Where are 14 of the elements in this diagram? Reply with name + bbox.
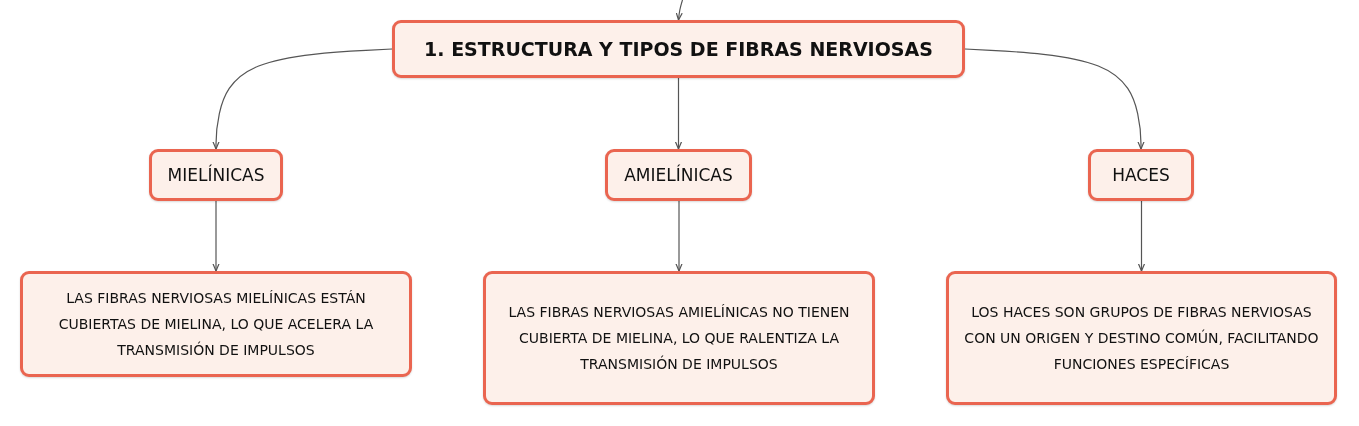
category-box: MIELÍNICAS: [149, 149, 283, 201]
arrow: [1137, 200, 1146, 272]
arrow: [675, 200, 683, 272]
category-box: AMIELÍNICAS: [605, 149, 752, 201]
category-box: HACES: [1088, 149, 1194, 201]
arrow: [212, 200, 220, 272]
arrow: [212, 48, 393, 150]
description-box: LOS HACES SON GRUPOS DE FIBRAS NERVIOSAS CON UN ORIGEN Y DESTINO COMÚN, FACILITANDO FUNCIONES ESPECÍFICAS: [946, 271, 1337, 405]
arrow: [674, 77, 683, 150]
description-box: LAS FIBRAS NERVIOSAS AMIELÍNICAS NO TIENEN CUBIERTA DE MIELINA, LO QUE RALENTIZA LA TRANSMISIÓN DE IMPULSOS: [483, 271, 875, 405]
topic-box: 1. ESTRUCTURA Y TIPOS DE FIBRAS NERVIOSAS: [392, 20, 965, 78]
arrow: [675, 0, 684, 21]
description-box: LAS FIBRAS NERVIOSAS MIELÍNICAS ESTÁN CUBIERTAS DE MIELINA, LO QUE ACELERA LA TRANSMISIÓN DE IMPULSOS: [20, 271, 412, 377]
arrow: [964, 48, 1145, 150]
